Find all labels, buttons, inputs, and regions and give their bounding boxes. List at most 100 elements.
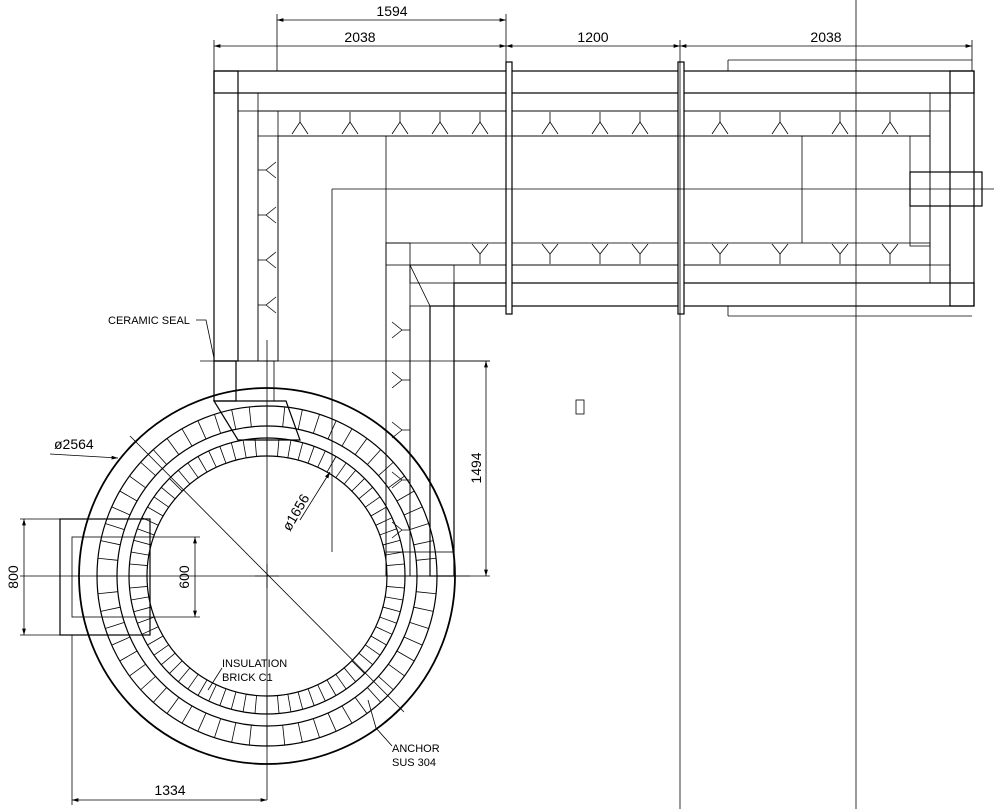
brick-joint: [248, 406, 252, 427]
brick-joint: [375, 626, 393, 635]
brick-joint: [133, 539, 152, 546]
dim-top-mid-span: 1200: [577, 29, 608, 45]
brick-joint: [100, 606, 121, 612]
brick-joint: [161, 652, 176, 666]
brick-joint: [231, 722, 237, 743]
brick-joint: [409, 523, 429, 531]
brick-joint: [248, 725, 252, 746]
duct-top-casing: [213, 70, 975, 307]
brick-joint: [341, 705, 353, 724]
brick-joint: [181, 705, 193, 724]
dim-top-overall: 1594: [376, 3, 407, 19]
dim-outer-diameter: ø2564: [54, 436, 94, 452]
brick-joint: [370, 635, 387, 646]
brick-joint: [187, 462, 199, 478]
brick-joint: [351, 478, 365, 492]
brick-joint: [169, 478, 183, 492]
brick-joint: [343, 667, 357, 682]
brick-joint: [242, 440, 247, 458]
brick-joint: [133, 606, 152, 613]
dim-inner-diameter: ø1656: [279, 491, 313, 534]
brick-joint: [166, 697, 180, 714]
duct-left-casing: [213, 70, 455, 577]
brick-joint: [140, 676, 156, 691]
brick-joint: [152, 449, 167, 465]
brick-joint: [282, 406, 286, 427]
brick-joint: [97, 591, 118, 595]
dim-top-left-span: 2038: [344, 29, 375, 45]
brick-joint: [396, 490, 415, 502]
brick-joint: [169, 660, 183, 674]
brick-joint: [317, 684, 326, 702]
brick-joint: [386, 586, 405, 589]
brick-joint: [166, 438, 180, 455]
brick-joint: [208, 684, 217, 702]
brick-joint: [231, 409, 237, 430]
brick-joint: [187, 674, 199, 690]
brick-joint: [297, 442, 304, 461]
brick-joint: [129, 563, 148, 566]
brick-joint: [354, 697, 368, 714]
brick-joint: [137, 528, 155, 536]
dim-top-right-span: 2038: [810, 29, 841, 45]
brick-joint: [409, 621, 429, 629]
brick-joint: [358, 486, 373, 500]
brick-joint: [416, 557, 437, 561]
note-anchor-1: ANCHOR: [392, 743, 440, 755]
anchors: [258, 112, 899, 539]
brick-joint: [197, 420, 207, 440]
brick-joint: [254, 438, 257, 457]
expansion-joints: [505, 61, 685, 315]
brick-joint: [97, 557, 118, 561]
brick-joint: [214, 414, 222, 434]
brick-joint: [307, 446, 315, 464]
cyclone-chamber: [78, 387, 456, 765]
brick-joint: [177, 470, 191, 485]
brick-joint: [367, 687, 382, 703]
brick-joint: [307, 688, 315, 706]
brick-joint: [152, 687, 167, 703]
brick-joint: [177, 667, 191, 682]
brick-joint: [379, 528, 397, 536]
annotation-leaders: [196, 319, 393, 747]
brick-joint: [416, 591, 437, 595]
brick-joint: [327, 420, 337, 440]
brick-joint: [230, 442, 237, 461]
brick-joint: [197, 712, 207, 732]
dimension-lines: [20, 14, 973, 805]
brick-joint: [388, 475, 405, 489]
brick-joint: [413, 540, 434, 546]
brick-joint: [327, 712, 337, 732]
brick-joint: [365, 644, 381, 656]
brick-joint: [208, 450, 217, 468]
brick-joint: [153, 644, 169, 656]
brick-joint: [312, 414, 320, 434]
brick-joint: [214, 718, 222, 738]
outlet-nozzle: [909, 171, 994, 207]
brick-joint: [335, 674, 347, 690]
brick-joint: [341, 428, 353, 447]
brick-joint: [378, 461, 394, 476]
brick-joint: [326, 456, 337, 473]
brick-joint: [219, 446, 227, 464]
brick-joint: [197, 456, 208, 473]
brick-joint: [378, 676, 394, 691]
brick-joint: [131, 551, 149, 556]
brick-joint: [343, 470, 357, 485]
brick-joint: [351, 660, 365, 674]
brick-joint: [119, 650, 138, 662]
brick-joint: [287, 440, 292, 458]
gas-path-lines: [277, 59, 972, 552]
brick-joint: [365, 496, 381, 508]
brick-joint: [129, 586, 148, 589]
brick-joint: [326, 679, 337, 696]
brick-joint: [140, 461, 156, 476]
brick-joint: [354, 438, 368, 455]
brick-joint: [297, 409, 303, 430]
brick-joint: [105, 523, 125, 531]
brick-joint: [367, 449, 382, 465]
brick-joint: [153, 496, 169, 508]
brick-joint: [386, 563, 405, 566]
brick-joint: [287, 694, 292, 712]
small-marker: [575, 399, 585, 415]
